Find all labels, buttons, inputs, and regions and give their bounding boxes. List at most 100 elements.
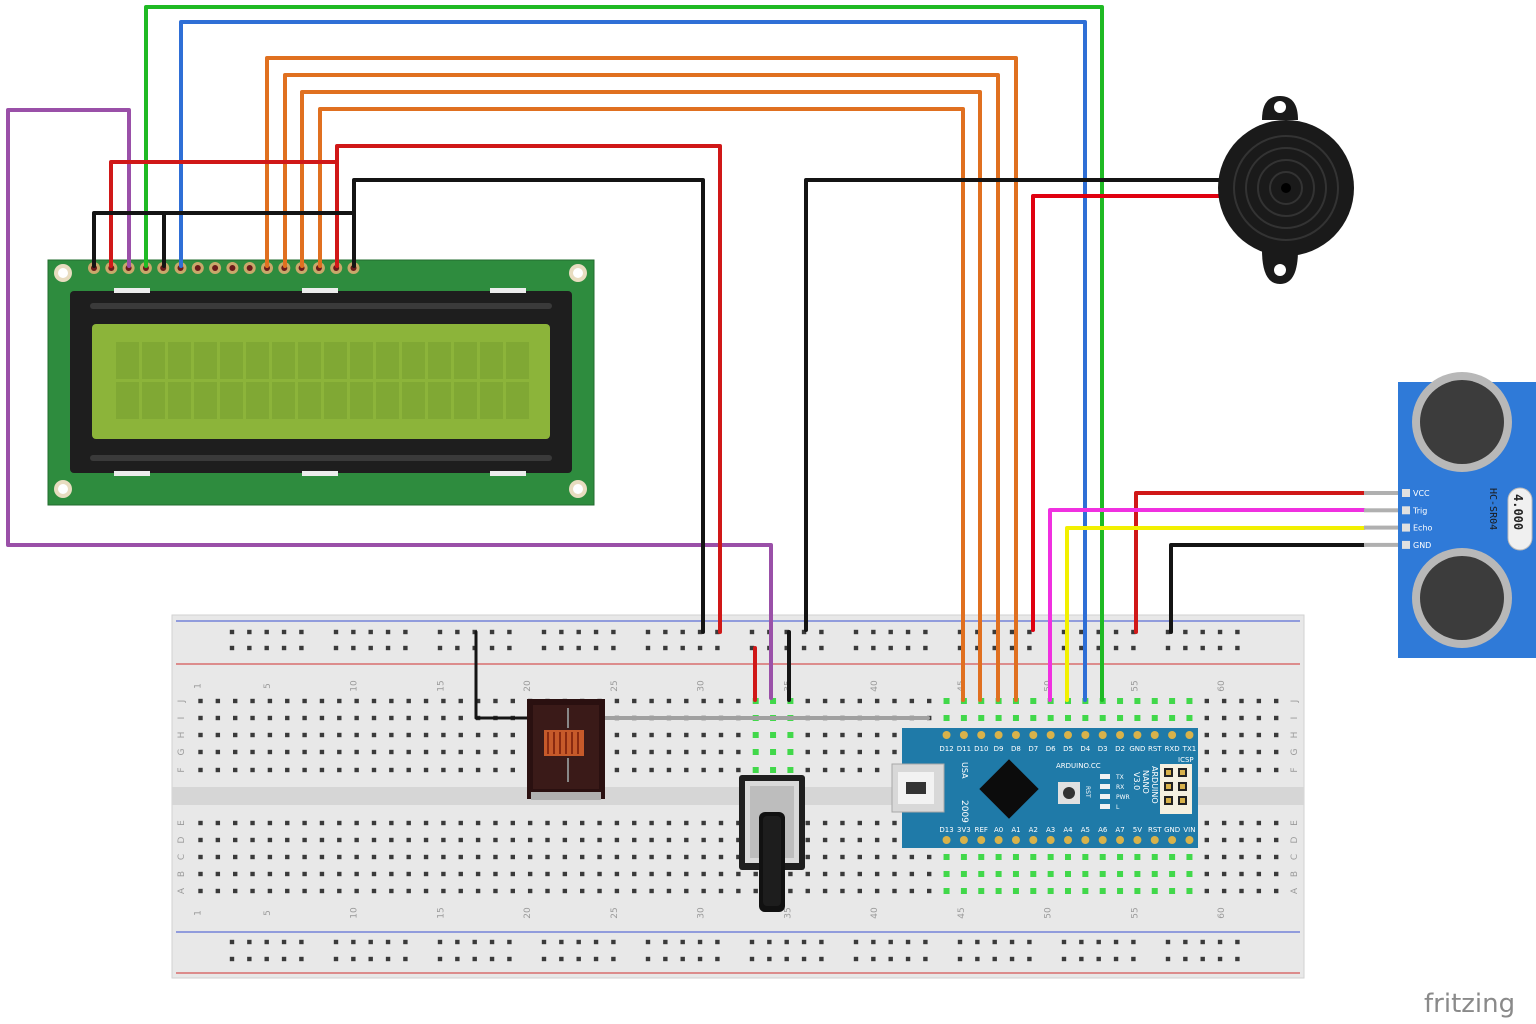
breadboard-hole (475, 732, 481, 738)
nano-pin-label-bottom: A1 (1011, 826, 1020, 834)
breadboard-hole (250, 888, 255, 894)
breadboard-hole (1204, 749, 1209, 755)
rail-hole (680, 645, 685, 651)
rail-hole (368, 956, 373, 962)
breadboard-hole (510, 820, 515, 826)
nano-pin-label-top: TX1 (1182, 745, 1197, 753)
breadboard-hole (788, 871, 793, 877)
breadboard-hole (354, 871, 359, 877)
lcd-cell (454, 342, 477, 379)
breadboard-hole (389, 698, 394, 704)
rail-hole (1217, 939, 1223, 945)
nano-pin-label-bottom: REF (975, 826, 988, 834)
breadboard-hole (441, 767, 446, 773)
nano-pin-label-bottom: A0 (994, 826, 1003, 834)
breadboard-hole (874, 854, 880, 860)
rail-hole (975, 629, 980, 635)
nano-pin-pad (1011, 731, 1020, 739)
breadboard-hole (354, 854, 359, 860)
nano-pin-label-top: RXD (1165, 745, 1180, 753)
breadboard-hole (371, 854, 377, 860)
breadboard-hole (215, 749, 221, 755)
breadboard-hole (701, 820, 706, 826)
lcd-cell (298, 382, 321, 419)
breadboard-hole (857, 698, 862, 704)
lcd-cell (220, 382, 243, 419)
breadboard-hole (840, 820, 845, 826)
rail-hole (403, 645, 408, 651)
breadboard-hole (1221, 854, 1227, 860)
column-number-top: 55 (1130, 680, 1140, 691)
breadboard-hole (1274, 749, 1279, 755)
breadboard-hole (1204, 888, 1209, 894)
breadboard-hole (371, 888, 377, 894)
rail-hole (264, 645, 269, 651)
rail-hole (1200, 629, 1205, 635)
rail-hole (801, 956, 807, 962)
row-letter: I (1290, 717, 1300, 720)
nano-pin-label-bottom: 3V3 (957, 826, 971, 834)
rail-hole (1061, 956, 1067, 962)
rail-hole (784, 645, 789, 651)
arduino-nano: USA 2009 ARDUINO.CC ARDUINO NANO V3.0 IC… (891, 728, 1198, 848)
rail-hole (559, 939, 564, 945)
lcd-cell (116, 342, 139, 379)
lcd-cell (350, 382, 373, 419)
breadboard-hole (1239, 854, 1244, 860)
rail-hole (559, 645, 564, 651)
rail-hole (351, 629, 356, 635)
lcd-cell (168, 342, 191, 379)
nano-led-label: L (1116, 804, 1120, 811)
rail-hole (853, 939, 859, 945)
breadboard-hole (319, 888, 325, 894)
rail-hole (888, 629, 893, 635)
breadboard-hole (857, 767, 862, 773)
rail-hole (1165, 629, 1171, 635)
connected-hole (1169, 871, 1176, 877)
rail-hole (576, 939, 581, 945)
connected-hole (1047, 888, 1054, 894)
breadboard-hole (337, 698, 342, 704)
lcd-cell (428, 382, 451, 419)
rail-hole (1079, 939, 1084, 945)
rail-hole (1113, 939, 1119, 945)
rail-hole (1096, 956, 1101, 962)
breadboard-hole (302, 888, 307, 894)
nano-pin-pad (1064, 731, 1072, 739)
connected-hole (1151, 854, 1158, 860)
breadboard-hole (580, 871, 585, 877)
breadboard-hole (840, 837, 845, 843)
breadboard-hole (354, 820, 359, 826)
rail-hole (472, 939, 477, 945)
rail-hole (1165, 939, 1171, 945)
connected-hole (1186, 854, 1193, 860)
breadboard-hole (840, 871, 845, 877)
rail-hole (403, 956, 408, 962)
breadboard-hole (857, 871, 862, 877)
breadboard-hole (892, 888, 897, 894)
breadboard-hole (562, 871, 568, 877)
nano-model-label-2: NANO (1141, 770, 1150, 794)
rail-hole (247, 645, 252, 651)
row-letter: H (177, 732, 187, 739)
rail-hole (247, 956, 252, 962)
breadboard-hole (892, 820, 897, 826)
nano-pin-pad (994, 731, 1003, 739)
rail-hole (507, 629, 512, 635)
lcd-header-pins (88, 262, 360, 274)
rail-hole (923, 939, 928, 945)
nano-pin-pad (942, 836, 951, 844)
lcd-cell (402, 342, 425, 379)
rail-hole (767, 956, 772, 962)
connected-hole (1169, 854, 1176, 860)
rail-hole (715, 629, 720, 635)
breadboard-hole (215, 767, 221, 773)
breadboard-hole (441, 854, 446, 860)
breadboard-hole (233, 767, 238, 773)
lcd-cell (480, 382, 503, 419)
connected-hole (943, 698, 950, 704)
column-number-top: 10 (350, 680, 360, 692)
breadboard-hole (1239, 837, 1244, 843)
